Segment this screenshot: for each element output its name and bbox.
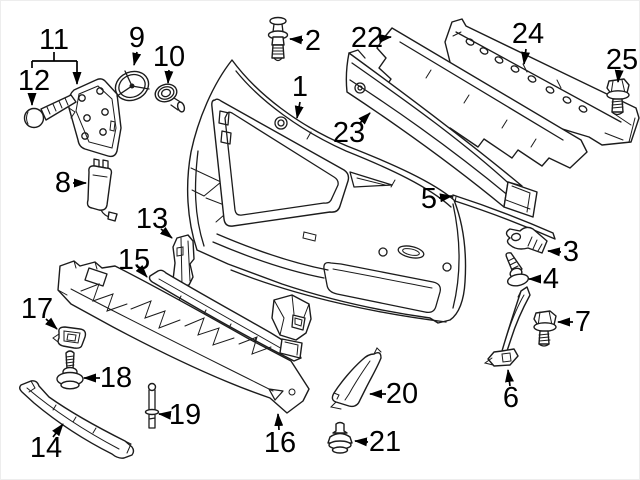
energy-absorber-part-22 — [376, 27, 588, 169]
callout-arrow-21 — [354, 437, 369, 447]
callout-label-15: 15 — [118, 244, 150, 276]
callout-arrow-19 — [158, 410, 172, 420]
callout-arrow-10 — [164, 69, 174, 84]
callout-arrow-25 — [614, 69, 624, 83]
callout-label-14: 14 — [30, 432, 62, 464]
callout-label-1: 1 — [292, 71, 308, 103]
callout-label-17: 17 — [21, 293, 53, 325]
callout-label-13: 13 — [136, 203, 168, 235]
upper-support-part-24 — [444, 18, 640, 146]
callout-label-11: 11 — [39, 24, 69, 56]
callout-arrow-23 — [358, 112, 371, 125]
callout-arrow-14 — [52, 423, 64, 438]
grommet-part-10 — [154, 83, 186, 113]
callout-label-18: 18 — [100, 362, 132, 394]
sensor-bracket-part-8 — [86, 158, 118, 222]
emblem-part-9 — [114, 70, 150, 102]
callout-label-25: 25 — [606, 44, 638, 76]
callout-label-8: 8 — [55, 167, 71, 199]
callout-label-6: 6 — [503, 382, 519, 414]
center-bracket — [271, 294, 312, 341]
callout-arrow-16 — [274, 413, 284, 431]
callout-arrow-6 — [505, 369, 514, 387]
callout-arrow-13 — [159, 226, 173, 239]
side-bracket-part-6 — [483, 286, 531, 367]
callout-arrow-2 — [289, 35, 304, 45]
screw-part-4 — [505, 252, 530, 287]
callout-arrow-24 — [521, 48, 531, 65]
callout-label-24: 24 — [512, 18, 544, 50]
callout-label-2: 2 — [305, 25, 321, 57]
callout-label-19: 19 — [169, 399, 201, 431]
lower-trim-strip-part-14 — [19, 380, 135, 459]
callout-label-3: 3 — [563, 236, 579, 268]
callout-label-23: 23 — [333, 117, 365, 149]
callout-arrow-22 — [378, 34, 392, 43]
impact-bar-part-23 — [345, 49, 538, 218]
callout-label-20: 20 — [386, 378, 418, 410]
hex-bolt-part-25 — [606, 78, 630, 116]
callout-arrow-5 — [438, 193, 453, 203]
expansion-rivet-part-2 — [267, 16, 289, 62]
license-plate-bracket-part-11 — [67, 78, 122, 158]
clip-nut-part-17 — [52, 326, 87, 349]
callout-label-10: 10 — [153, 41, 185, 73]
front-bumper-cover-part-1 — [186, 59, 467, 324]
callout-arrow-3 — [547, 247, 562, 257]
retainer-clip-part-3 — [505, 226, 548, 254]
support-bracket-part-13 — [172, 234, 195, 288]
expansion-rivet-part-19 — [144, 382, 160, 429]
callout-arrow-9 — [132, 51, 142, 66]
callout-label-12: 12 — [18, 65, 50, 97]
push-clip-part-21 — [327, 421, 353, 454]
callout-label-5: 5 — [421, 183, 437, 215]
callout-arrow-1 — [294, 101, 304, 119]
callout-arrow-15 — [135, 265, 148, 278]
flange-bolt-part-7 — [533, 310, 557, 347]
callout-label-16: 16 — [264, 427, 296, 459]
callout-label-21: 21 — [369, 426, 401, 458]
tapping-screw-part-12 — [23, 94, 77, 129]
callout-label-22: 22 — [351, 22, 383, 54]
callout-layer: 1234567891011121314151617181920212223242… — [18, 18, 638, 464]
underbody-shield-part-16 — [57, 260, 310, 414]
callout-arrow-17 — [45, 317, 58, 330]
flange-screw-part-18 — [56, 350, 84, 390]
air-deflector-part-20 — [329, 347, 382, 410]
lower-absorber-strip-part-15 — [148, 269, 303, 362]
callout-label-4: 4 — [543, 263, 559, 295]
callout-label-9: 9 — [129, 22, 145, 54]
callout-label-7: 7 — [575, 306, 591, 338]
